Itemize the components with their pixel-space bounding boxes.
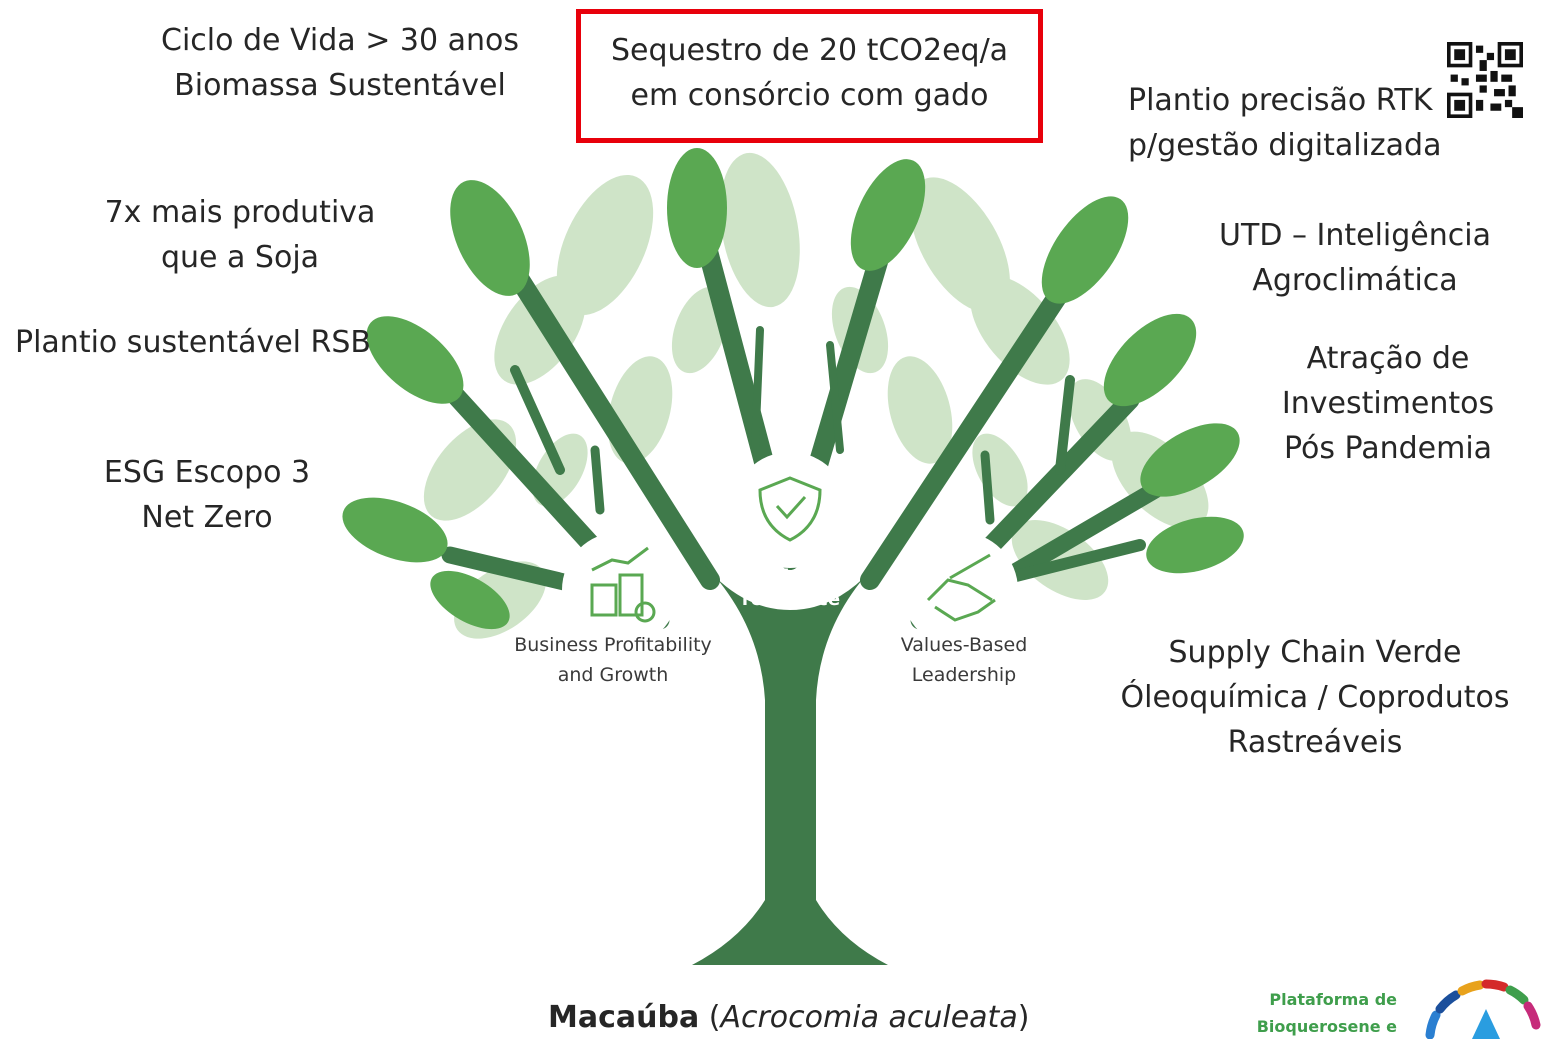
caption-close-paren: ) [1017, 1000, 1030, 1035]
handshake-icon [926, 553, 996, 622]
atracao-line1: Atração de [1306, 341, 1470, 376]
esg-line2: Net Zero [141, 500, 273, 535]
leadership-line2: Leadership [911, 664, 1017, 686]
business-profitability-label: Business Profitability and Growth [508, 630, 718, 690]
values-based-leadership-label: Values-Based Leadership [893, 630, 1035, 690]
sequestro-line1: Sequestro de 20 tCO2eq/a [610, 33, 1009, 68]
rtk-line2: p/gestão digitalizada [1128, 128, 1442, 163]
rtk-line1: Plantio precisão RTK [1128, 83, 1433, 118]
logo-line1: Plataforma de [1269, 990, 1397, 1009]
esg-text: ESG Escopo 3 Net Zero [90, 450, 324, 540]
ciclo-line1: Ciclo de Vida > 30 anos [161, 23, 519, 58]
esg-line1: ESG Escopo 3 [103, 455, 311, 490]
foreground-leaves [342, 148, 1244, 630]
qr-code-icon [1447, 42, 1523, 118]
plataforma-logo-text: Plataforma de Bioquerosene e [1225, 986, 1397, 1040]
tree-trunk [692, 560, 888, 965]
supply-line3: Rastreáveis [1227, 725, 1403, 760]
highlight-box [576, 9, 1043, 143]
utd-line1: UTD – Inteligência [1219, 218, 1491, 253]
business-resilience-label: Business resilience [730, 565, 852, 611]
supply-line2: Óleoquímica / Coprodutos [1120, 680, 1510, 715]
utd-text: UTD – Inteligência Agroclimática [1195, 213, 1515, 303]
produtiva-line1: 7x mais produtiva [104, 195, 376, 230]
utd-line2: Agroclimática [1252, 263, 1458, 298]
rtk-text: Plantio precisão RTK p/gestão digitaliza… [1128, 78, 1448, 168]
caption-open-paren: ( [699, 1000, 721, 1035]
rsb-text: Plantio sustentável RSB [15, 320, 387, 365]
medallion-center [732, 452, 848, 568]
profitability-line2: and Growth [557, 664, 669, 686]
produtiva-text: 7x mais produtiva que a Soja [90, 190, 390, 280]
resilience-line1: Business [746, 566, 836, 587]
shield-check-icon [758, 476, 822, 542]
leadership-line1: Values-Based [900, 634, 1028, 656]
profitability-line1: Business Profitability [514, 634, 712, 656]
produtiva-line2: que a Soja [160, 240, 320, 275]
caption-common-name: Macaúba [548, 1000, 700, 1035]
rsb-line1: Plantio sustentável RSB [15, 325, 372, 360]
atracao-line2: Investimentos [1281, 386, 1495, 421]
species-caption: Macaúba (Acrocomia aculeata) [548, 1000, 1029, 1035]
resilience-line2: resilience [741, 589, 841, 610]
plataforma-logo-icon [1425, 979, 1541, 1039]
ciclo-line2: Biomassa Sustentável [174, 68, 506, 103]
atracao-line3: Pós Pandemia [1283, 431, 1493, 466]
atracao-text: Atração de Investimentos Pós Pandemia [1248, 336, 1528, 471]
supply-chain-text: Supply Chain Verde Óleoquímica / Coprodu… [1095, 630, 1535, 765]
supply-line1: Supply Chain Verde [1168, 635, 1462, 670]
money-growth-icon [590, 546, 656, 623]
ciclo-de-vida-text: Ciclo de Vida > 30 anos Biomassa Sustent… [150, 18, 530, 108]
medallion-right [902, 532, 1018, 648]
logo-line2: Bioquerosene e [1256, 1017, 1397, 1036]
sequestro-text: Sequestro de 20 tCO2eq/a em consórcio co… [576, 28, 1043, 118]
caption-scientific-name: Acrocomia aculeata [720, 1000, 1018, 1035]
sequestro-line2: em consórcio com gado [630, 78, 989, 113]
